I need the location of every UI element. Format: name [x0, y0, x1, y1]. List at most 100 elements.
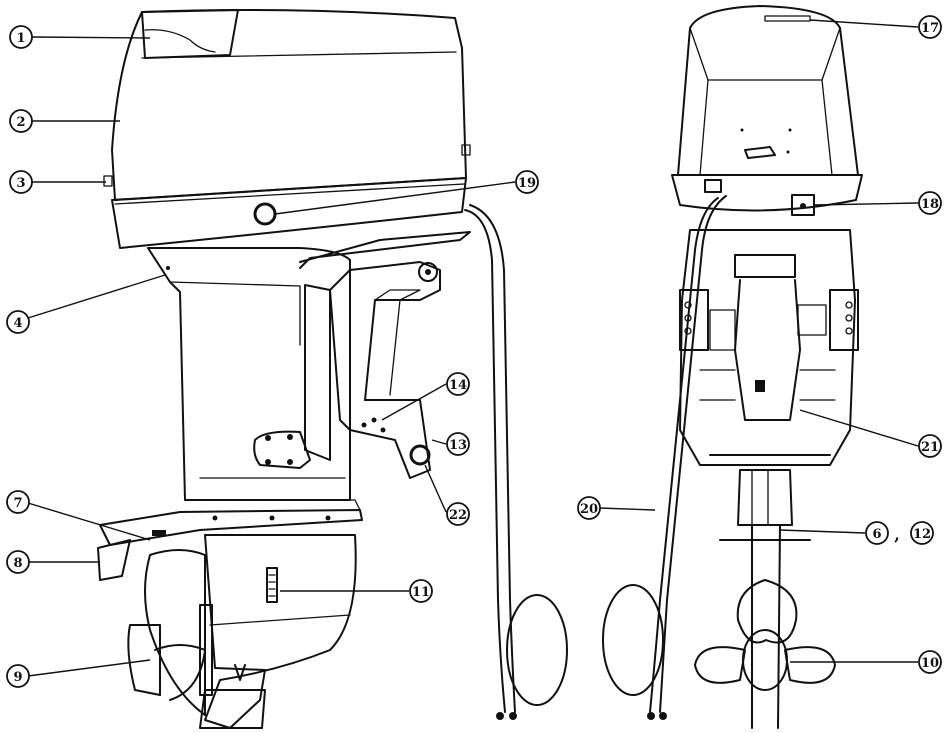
rear-skeg [751, 524, 781, 729]
trim-pin [409, 444, 431, 466]
callout-14-circle [446, 372, 470, 396]
callout-4: 4 [6, 310, 30, 334]
rear-prop-top [736, 579, 798, 644]
callout-10-circle [918, 650, 942, 674]
lower-unit [204, 534, 357, 729]
callout-1-circle [9, 25, 33, 49]
callout-6-label: 6 [872, 527, 881, 542]
cowl-top-cap [141, 9, 239, 59]
callout-17-label: 17 [921, 21, 939, 36]
leader-22 [424, 464, 447, 513]
rs-bolt-3 [684, 327, 692, 335]
anti-cavitation-plate [99, 509, 363, 546]
rear-midsection [679, 229, 856, 466]
remote-cables [464, 195, 727, 720]
rear-grommet [704, 179, 722, 193]
callout-6-12: 6 , 12 [865, 521, 934, 545]
mid-line-b [184, 499, 361, 511]
side-view [97, 9, 471, 729]
callout-11-label: 11 [412, 585, 430, 600]
cowl-button [253, 202, 277, 226]
propeller-hub-side [127, 624, 161, 696]
clamp-top [299, 231, 471, 269]
callout-9-circle [6, 664, 30, 688]
leader-13 [431, 439, 447, 445]
rear-plate-bolt [800, 203, 806, 209]
rs-bolt-4 [845, 301, 853, 309]
callout-18-circle [918, 191, 942, 215]
steer-bolt-a [265, 435, 271, 441]
leader-20 [598, 507, 656, 511]
rear-cowl-edges [689, 27, 841, 176]
plate-bolt-b [269, 515, 275, 521]
rear-bottom-cowling [671, 174, 863, 212]
leader-19 [274, 181, 516, 215]
leader-6-12 [779, 529, 866, 534]
leader-1 [31, 36, 151, 39]
leader-14 [381, 383, 447, 421]
callout-21-label: 21 [921, 440, 939, 455]
cowl-line [141, 51, 457, 59]
plate-bolt-a [212, 515, 218, 521]
callout-2-label: 2 [16, 115, 25, 130]
clamp-bracket [329, 261, 441, 479]
callout-7-label: 7 [13, 496, 22, 511]
callout-8-label: 8 [13, 556, 22, 571]
upper-casing [147, 247, 351, 501]
callout-4-circle [6, 310, 30, 334]
callout-11-circle [409, 579, 433, 603]
callout-separator: , [894, 525, 900, 544]
rear-center-mark [755, 380, 765, 392]
callout-11: 11 [409, 579, 433, 603]
callout-13-label: 13 [449, 438, 467, 453]
callout-7-circle [6, 490, 30, 514]
callout-20: 20 [577, 496, 601, 520]
lower-unit-line [209, 614, 351, 626]
top-cowling [111, 9, 467, 201]
casing-edge [169, 281, 301, 346]
callout-6-circle [865, 521, 889, 545]
steering-block [253, 430, 311, 469]
callout-13: 13 [446, 432, 470, 456]
steer-bolt-d [287, 459, 293, 465]
bolt-a [371, 417, 377, 423]
cable-right-2 [659, 195, 727, 713]
callout-14: 14 [446, 372, 470, 396]
rs-bolt-1 [684, 301, 692, 309]
clamp-inner [374, 289, 421, 396]
callout-22-circle [446, 502, 470, 526]
trim-tab [97, 539, 131, 581]
rs-bolt-5 [845, 314, 853, 322]
cowl-latch [461, 144, 471, 156]
prop-shaft-housing [199, 604, 213, 696]
skeg [199, 689, 266, 729]
propeller-blade-upper [144, 549, 206, 716]
cowl-vent [103, 175, 113, 187]
cowl-cap-curve [144, 29, 216, 53]
callout-2-circle [9, 109, 33, 133]
tilt-pin-center [425, 269, 431, 275]
callout-3: 3 [9, 170, 33, 194]
cowl-seam [114, 183, 465, 205]
callout-8-circle [6, 550, 30, 574]
callout-12-label: 12 [913, 527, 931, 542]
callout-17: 17 [918, 15, 942, 39]
callout-20-label: 20 [580, 502, 598, 517]
rear-leg-lines [751, 469, 769, 526]
water-intake [266, 567, 278, 603]
cable-end-a [496, 712, 504, 720]
cable-loop-left [506, 594, 568, 706]
leader-18 [813, 202, 919, 206]
drain-plug [234, 664, 246, 681]
callout-21-circle [918, 434, 942, 458]
callout-17-circle [918, 15, 942, 39]
rear-dot-b [788, 128, 792, 132]
leader-lines [27, 19, 919, 677]
callout-1: 1 [9, 25, 33, 49]
leader-17 [809, 19, 919, 28]
callout-9-label: 9 [13, 670, 22, 685]
rs-bolt-6 [845, 327, 853, 335]
callout-1-label: 1 [16, 31, 25, 46]
callout-18-label: 18 [921, 197, 939, 212]
